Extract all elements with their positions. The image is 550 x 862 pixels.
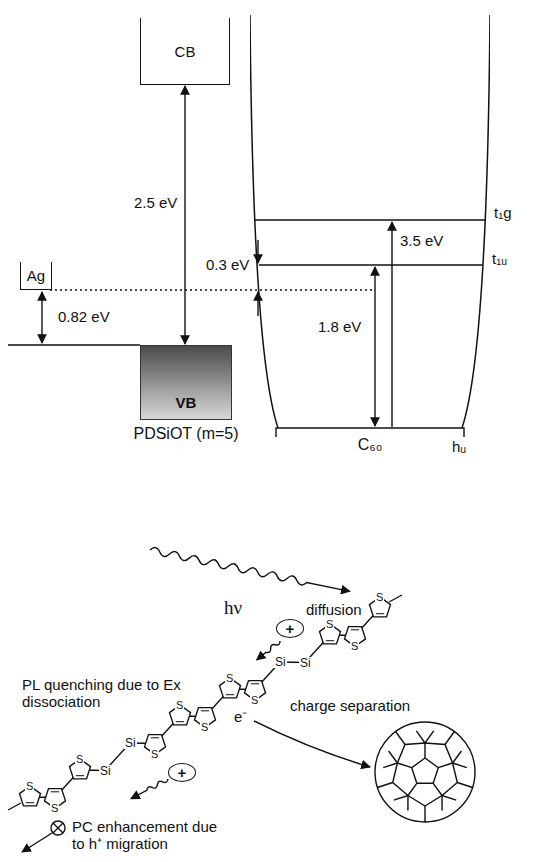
level-label: t₁g	[494, 204, 512, 221]
sulfur-atom: S	[150, 749, 159, 760]
sulfur-atom: S	[325, 619, 334, 630]
well-wall	[462, 15, 490, 428]
process-note: PL quenching due to Ex dissociation	[22, 676, 190, 710]
energy-arrow	[391, 222, 392, 427]
photon-wave	[149, 547, 350, 595]
level-label: hᵤ	[452, 438, 466, 455]
fullerene-edge	[425, 731, 434, 743]
silicon-atom: Si	[274, 656, 287, 668]
fullerene-edge	[453, 763, 467, 768]
energy-label: 3.5 eV	[400, 232, 443, 249]
process-note: PC enhancement due to h⁺ migration	[72, 818, 232, 852]
double-bond	[326, 640, 334, 641]
double-bond	[376, 613, 384, 614]
sulfur-atom: S	[250, 695, 259, 706]
conduction-band: CB	[140, 18, 230, 85]
sulfur-atom: S	[50, 803, 59, 814]
metal-box: Ag	[20, 262, 52, 290]
node-label: +	[178, 765, 187, 780]
energy-arrow	[374, 267, 375, 426]
double-bond	[151, 737, 159, 738]
fullerene-edge	[438, 763, 452, 768]
energy-label: 2.5 eV	[133, 194, 178, 211]
gap-arrow	[184, 86, 185, 344]
hole-symbol: +	[168, 763, 196, 782]
fullerene-edge	[433, 783, 442, 795]
fullerene-edge	[407, 796, 409, 811]
fullerene-edge	[445, 732, 454, 745]
blocked-symbol	[53, 823, 63, 833]
fullerene-edge	[424, 743, 425, 758]
fullerene-edge	[424, 806, 425, 822]
double-bond	[176, 721, 184, 722]
double-bond	[51, 791, 59, 792]
fullerene-edge	[383, 763, 397, 768]
fullerene-face	[412, 758, 439, 783]
level-line	[8, 344, 140, 345]
fullerene-edge	[396, 732, 405, 745]
photon-label: hν	[224, 598, 242, 618]
fermi-level	[50, 289, 372, 290]
fullerene-edge	[394, 796, 408, 801]
node-heading: C₆₀	[358, 436, 383, 453]
methyl-bond	[389, 595, 402, 602]
fullerene-edge	[397, 763, 411, 768]
level-label: t₁ᵤ	[492, 250, 507, 267]
fullerene-edge	[377, 783, 392, 788]
fullerene	[375, 722, 475, 822]
t1u-level	[259, 264, 483, 265]
double-bond	[26, 802, 34, 803]
c60-well: C₆₀	[250, 15, 490, 430]
well-wall	[250, 15, 278, 428]
blocked-symbol	[51, 821, 65, 835]
sulfur-atom: S	[350, 641, 359, 652]
node-heading: PDSiOT (m=5)	[133, 425, 238, 442]
hole-symbol: +	[276, 619, 304, 638]
fullerene-edge	[453, 751, 462, 763]
double-bond	[226, 694, 234, 695]
energy-arrow	[41, 292, 42, 343]
fullerene-edge	[441, 796, 443, 811]
node-label: VB	[176, 394, 197, 411]
methyl-bond	[8, 803, 21, 810]
fullerene-edge	[442, 796, 456, 801]
fullerene-edge	[457, 783, 472, 788]
hu-level	[276, 428, 464, 437]
fullerene-edge	[408, 783, 417, 795]
potential-well	[250, 15, 490, 430]
electron-label: e⁻	[234, 708, 247, 725]
fullerene-edge	[389, 751, 398, 763]
silicon-atom: Si	[124, 737, 137, 749]
double-bond	[251, 683, 259, 684]
fullerene-face	[393, 743, 458, 806]
sulfur-atom: S	[375, 592, 384, 603]
energy-label: 0.82 eV	[58, 308, 110, 325]
energy-label: 1.8 eV	[318, 318, 361, 335]
double-bond	[201, 710, 209, 711]
sulfur-atom: S	[25, 781, 34, 792]
double-bond	[351, 629, 359, 630]
sulfur-atom: S	[175, 700, 184, 711]
node-label: Ag	[27, 267, 45, 284]
node-label: CB	[175, 43, 196, 60]
fullerene-edge	[416, 731, 425, 743]
sulfur-atom: S	[75, 754, 84, 765]
migration-arrow	[22, 833, 52, 852]
node-label: +	[286, 621, 295, 636]
process-label: charge separation	[290, 697, 410, 714]
energy-label: 0.3 eV	[206, 256, 249, 273]
energy-arrow	[257, 240, 258, 263]
diffusion-arrow	[130, 777, 169, 800]
silicon-atom: Si	[99, 765, 112, 777]
process-label: diffusion	[306, 601, 362, 618]
t1g-level	[254, 219, 486, 220]
double-bond	[76, 775, 84, 776]
electron-transfer-arrow	[254, 721, 370, 767]
silicon-atom: Si	[299, 657, 312, 669]
sulfur-atom: S	[225, 673, 234, 684]
sulfur-atom: S	[200, 722, 209, 733]
valence-band: VBPDSiOT (m=5)	[140, 345, 232, 420]
